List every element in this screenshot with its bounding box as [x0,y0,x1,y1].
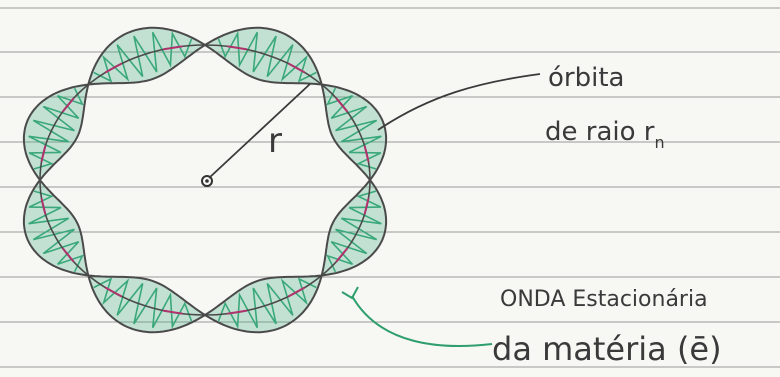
orbit-pointer-line [378,74,540,130]
wave-pointer-arrowhead [342,287,358,298]
wave-node-marks [42,46,369,313]
nucleus-center [205,179,209,183]
radius-label: r [268,121,282,161]
orbit-label-line1: órbita [548,63,624,93]
wave-label-line2: da matéria (ē) [492,330,722,368]
orbit-label-subscript: n [654,133,664,152]
orbit-label-line2: de raio rn [545,117,665,152]
orbit-label-line2-text: de raio r [545,117,655,147]
orbit-circle [40,45,370,315]
standing-wave-fill [24,28,386,332]
radius-line [209,84,310,178]
wave-label-line1: ONDA Estacionária [500,287,708,312]
standing-wave-outline [24,28,386,332]
wave-pointer-line [352,296,492,346]
